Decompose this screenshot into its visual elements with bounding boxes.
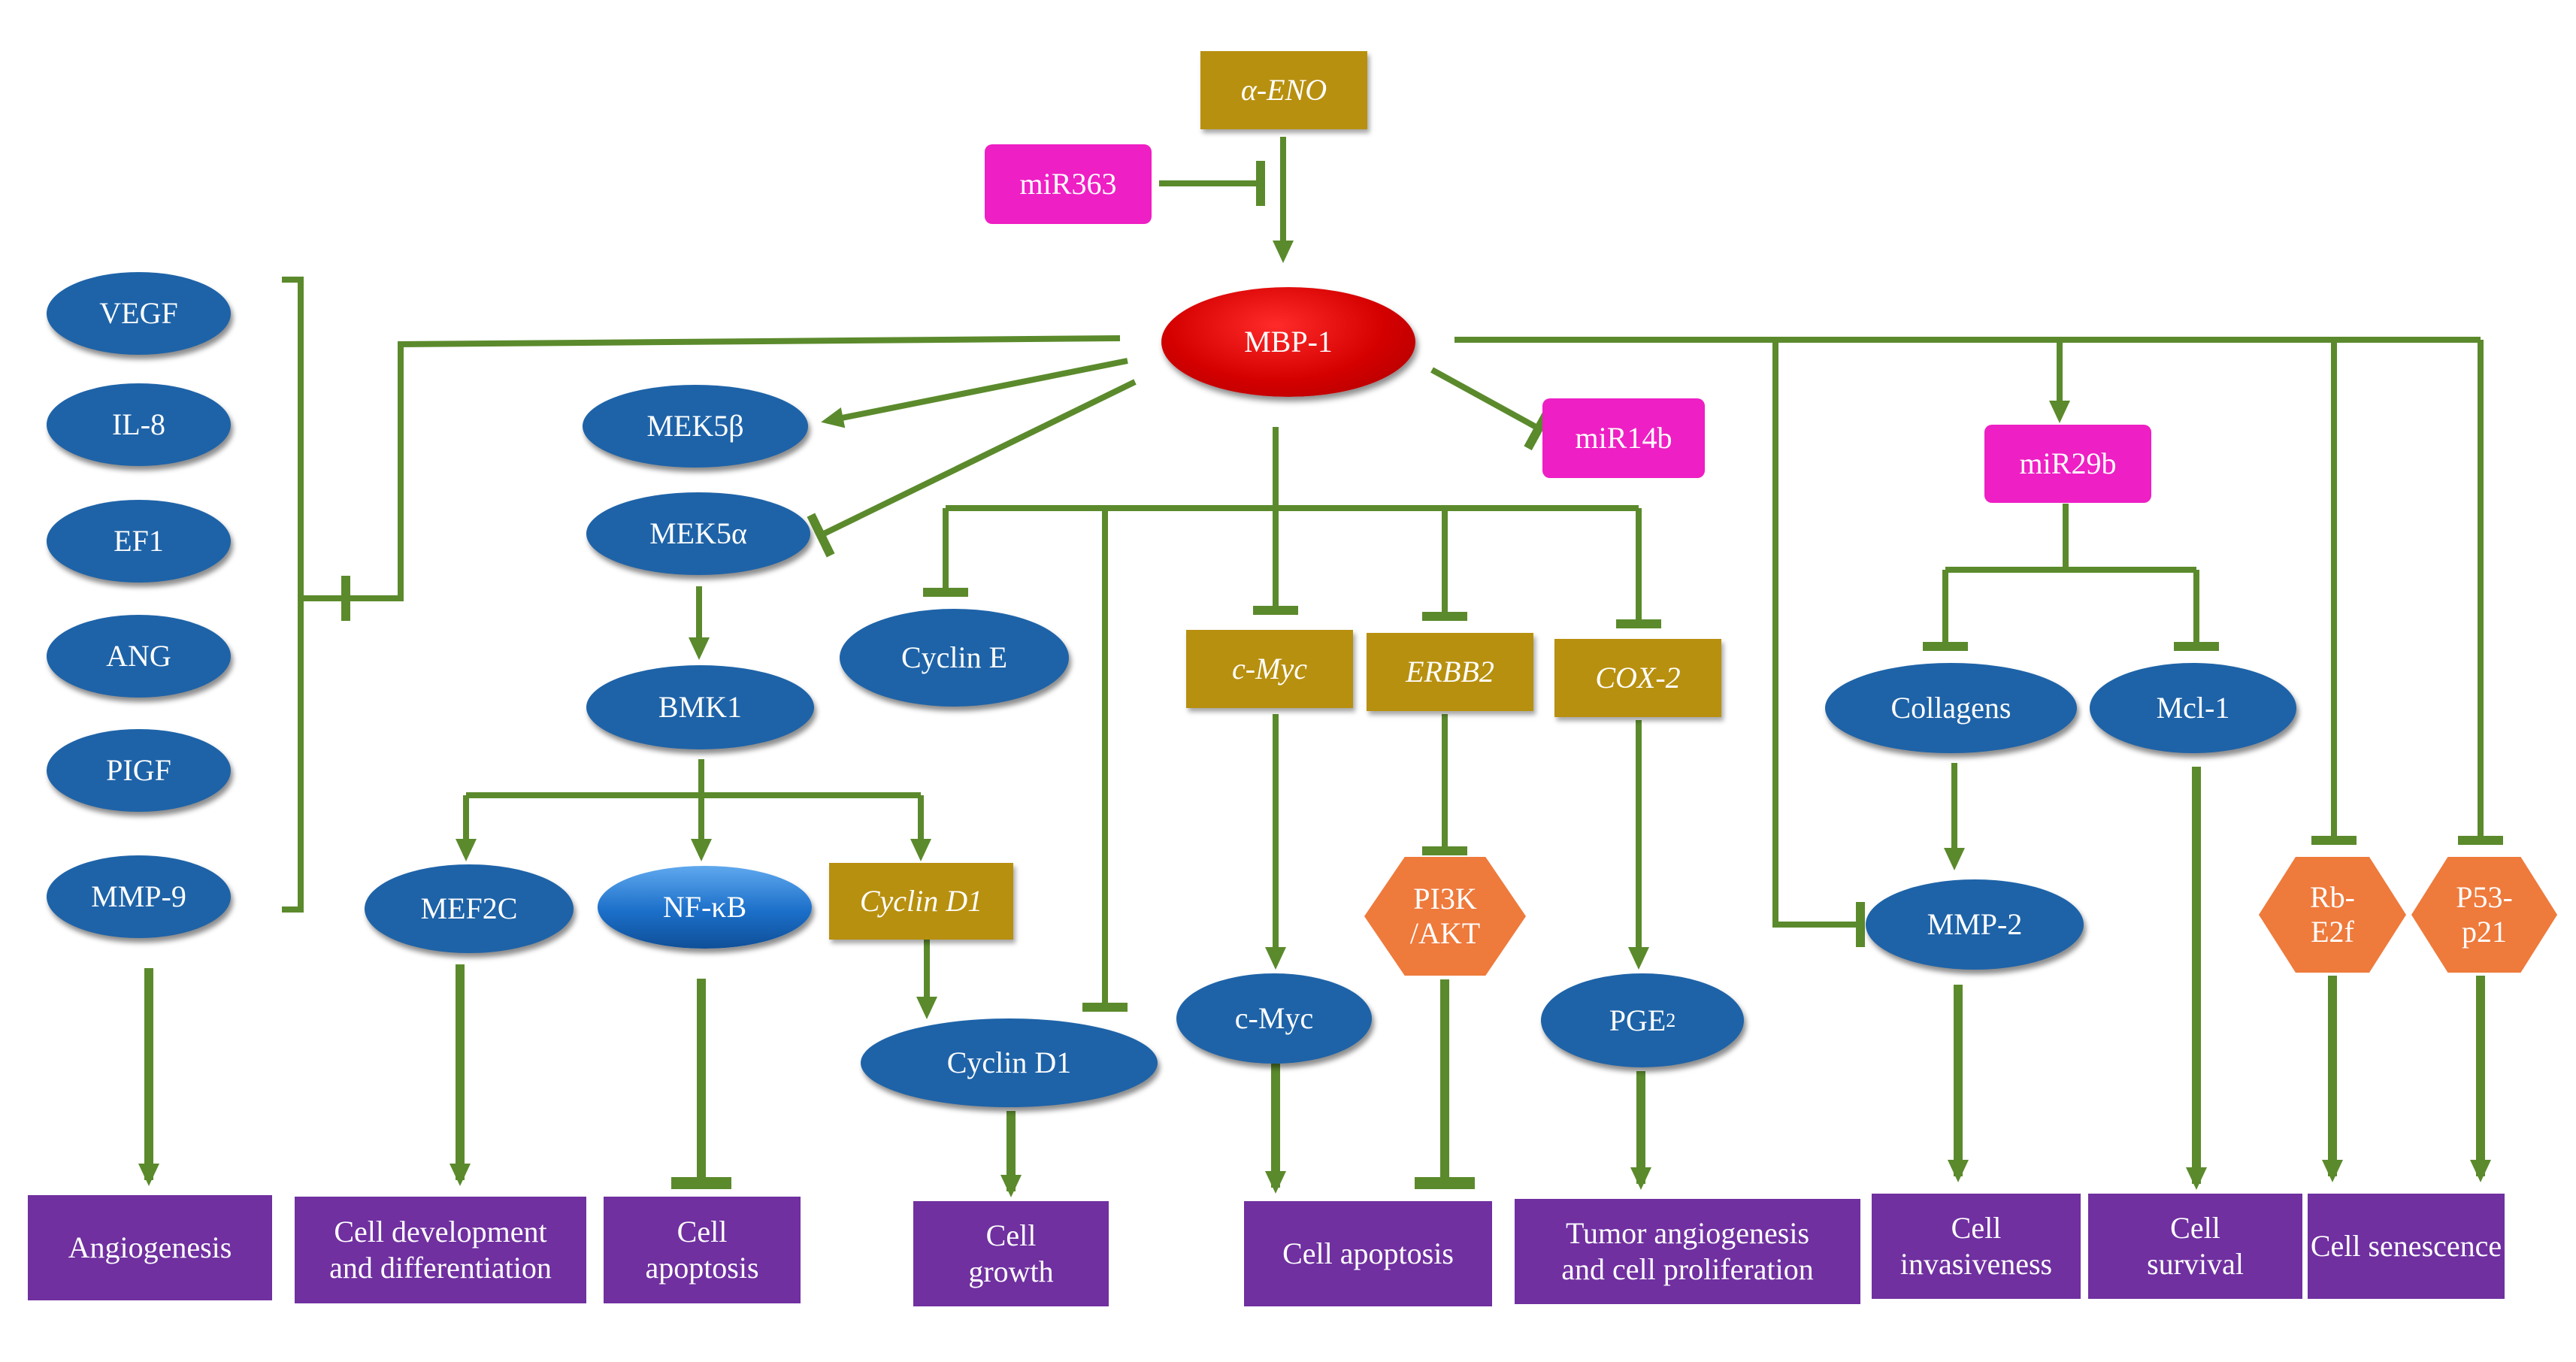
mef2c-ellipse: MEF2C: [365, 864, 574, 953]
factor-bracket: [282, 277, 304, 913]
edge-mbp1-factors: [341, 335, 1121, 621]
edge-mbp1-mek5b: [821, 358, 1128, 428]
outcome-cell-growth: Cell growth: [913, 1201, 1109, 1306]
ef1-ellipse: EF1: [47, 500, 231, 583]
nfkb-ellipse: NF-κB: [598, 866, 812, 949]
rb-e2f-hexagon: Rb- E2f: [2259, 857, 2406, 973]
edge-mbp1-mir14b: [1430, 367, 1554, 451]
mir363-box: miR363: [985, 144, 1152, 224]
pigf-ellipse: PIGF: [47, 729, 231, 812]
mmp9-ellipse: MMP-9: [47, 855, 231, 938]
outcome-tumor-angiogenesis: Tumor angiogenesis and cell proliferatio…: [1515, 1199, 1860, 1304]
cyclin-d1-ellipse: Cyclin D1: [861, 1018, 1158, 1107]
outcome-cell-development: Cell development and differentiation: [295, 1197, 586, 1303]
outcome-cell-survival: Cell survival: [2088, 1194, 2302, 1299]
outcome-cell-apoptosis-left: Cell apoptosis: [604, 1197, 801, 1303]
ang-ellipse: ANG: [47, 615, 231, 698]
mir29b-box: miR29b: [1984, 425, 2151, 503]
outcome-cell-invasiveness: Cell invasiveness: [1872, 1194, 2081, 1299]
mcl1-ellipse: Mcl-1: [2090, 663, 2296, 753]
mek5b-ellipse: MEK5β: [583, 385, 808, 468]
alpha-eno-box: α-ENO: [1200, 51, 1367, 129]
mek5a-ellipse: MEK5α: [586, 492, 810, 575]
collagens-ellipse: Collagens: [1825, 663, 2077, 753]
outcome-cell-senescence: Cell senescence: [2308, 1194, 2505, 1299]
pge2-label: PGE: [1609, 1003, 1666, 1037]
cmyc-ellipse: c-Myc: [1176, 973, 1372, 1064]
pi3k-akt-hexagon: PI3K /AKT: [1364, 857, 1526, 976]
bmk1-ellipse: BMK1: [586, 665, 814, 749]
cyclin-d1-gene-box: Cyclin D1: [829, 863, 1013, 940]
cox2-gene-box: COX-2: [1554, 639, 1721, 717]
pge2-subscript: 2: [1666, 1009, 1676, 1031]
cmyc-gene-box: c-Myc: [1186, 630, 1353, 708]
edge-inhibit-mmp2: [1772, 340, 1865, 947]
edge-mbp1-mek5a: [807, 379, 1137, 558]
vegf-ellipse: VEGF: [47, 272, 231, 355]
outcome-cell-apoptosis-center: Cell apoptosis: [1244, 1201, 1492, 1306]
mbp1-ellipse: MBP-1: [1161, 287, 1415, 397]
mmp2-ellipse: MMP-2: [1866, 879, 2084, 970]
il8-ellipse: IL-8: [47, 383, 231, 466]
cyclin-e-ellipse: Cyclin E: [840, 609, 1069, 707]
mir14b-box: miR14b: [1542, 398, 1705, 478]
outcome-angiogenesis: Angiogenesis: [28, 1195, 272, 1300]
erbb2-gene-box: ERBB2: [1367, 633, 1533, 711]
